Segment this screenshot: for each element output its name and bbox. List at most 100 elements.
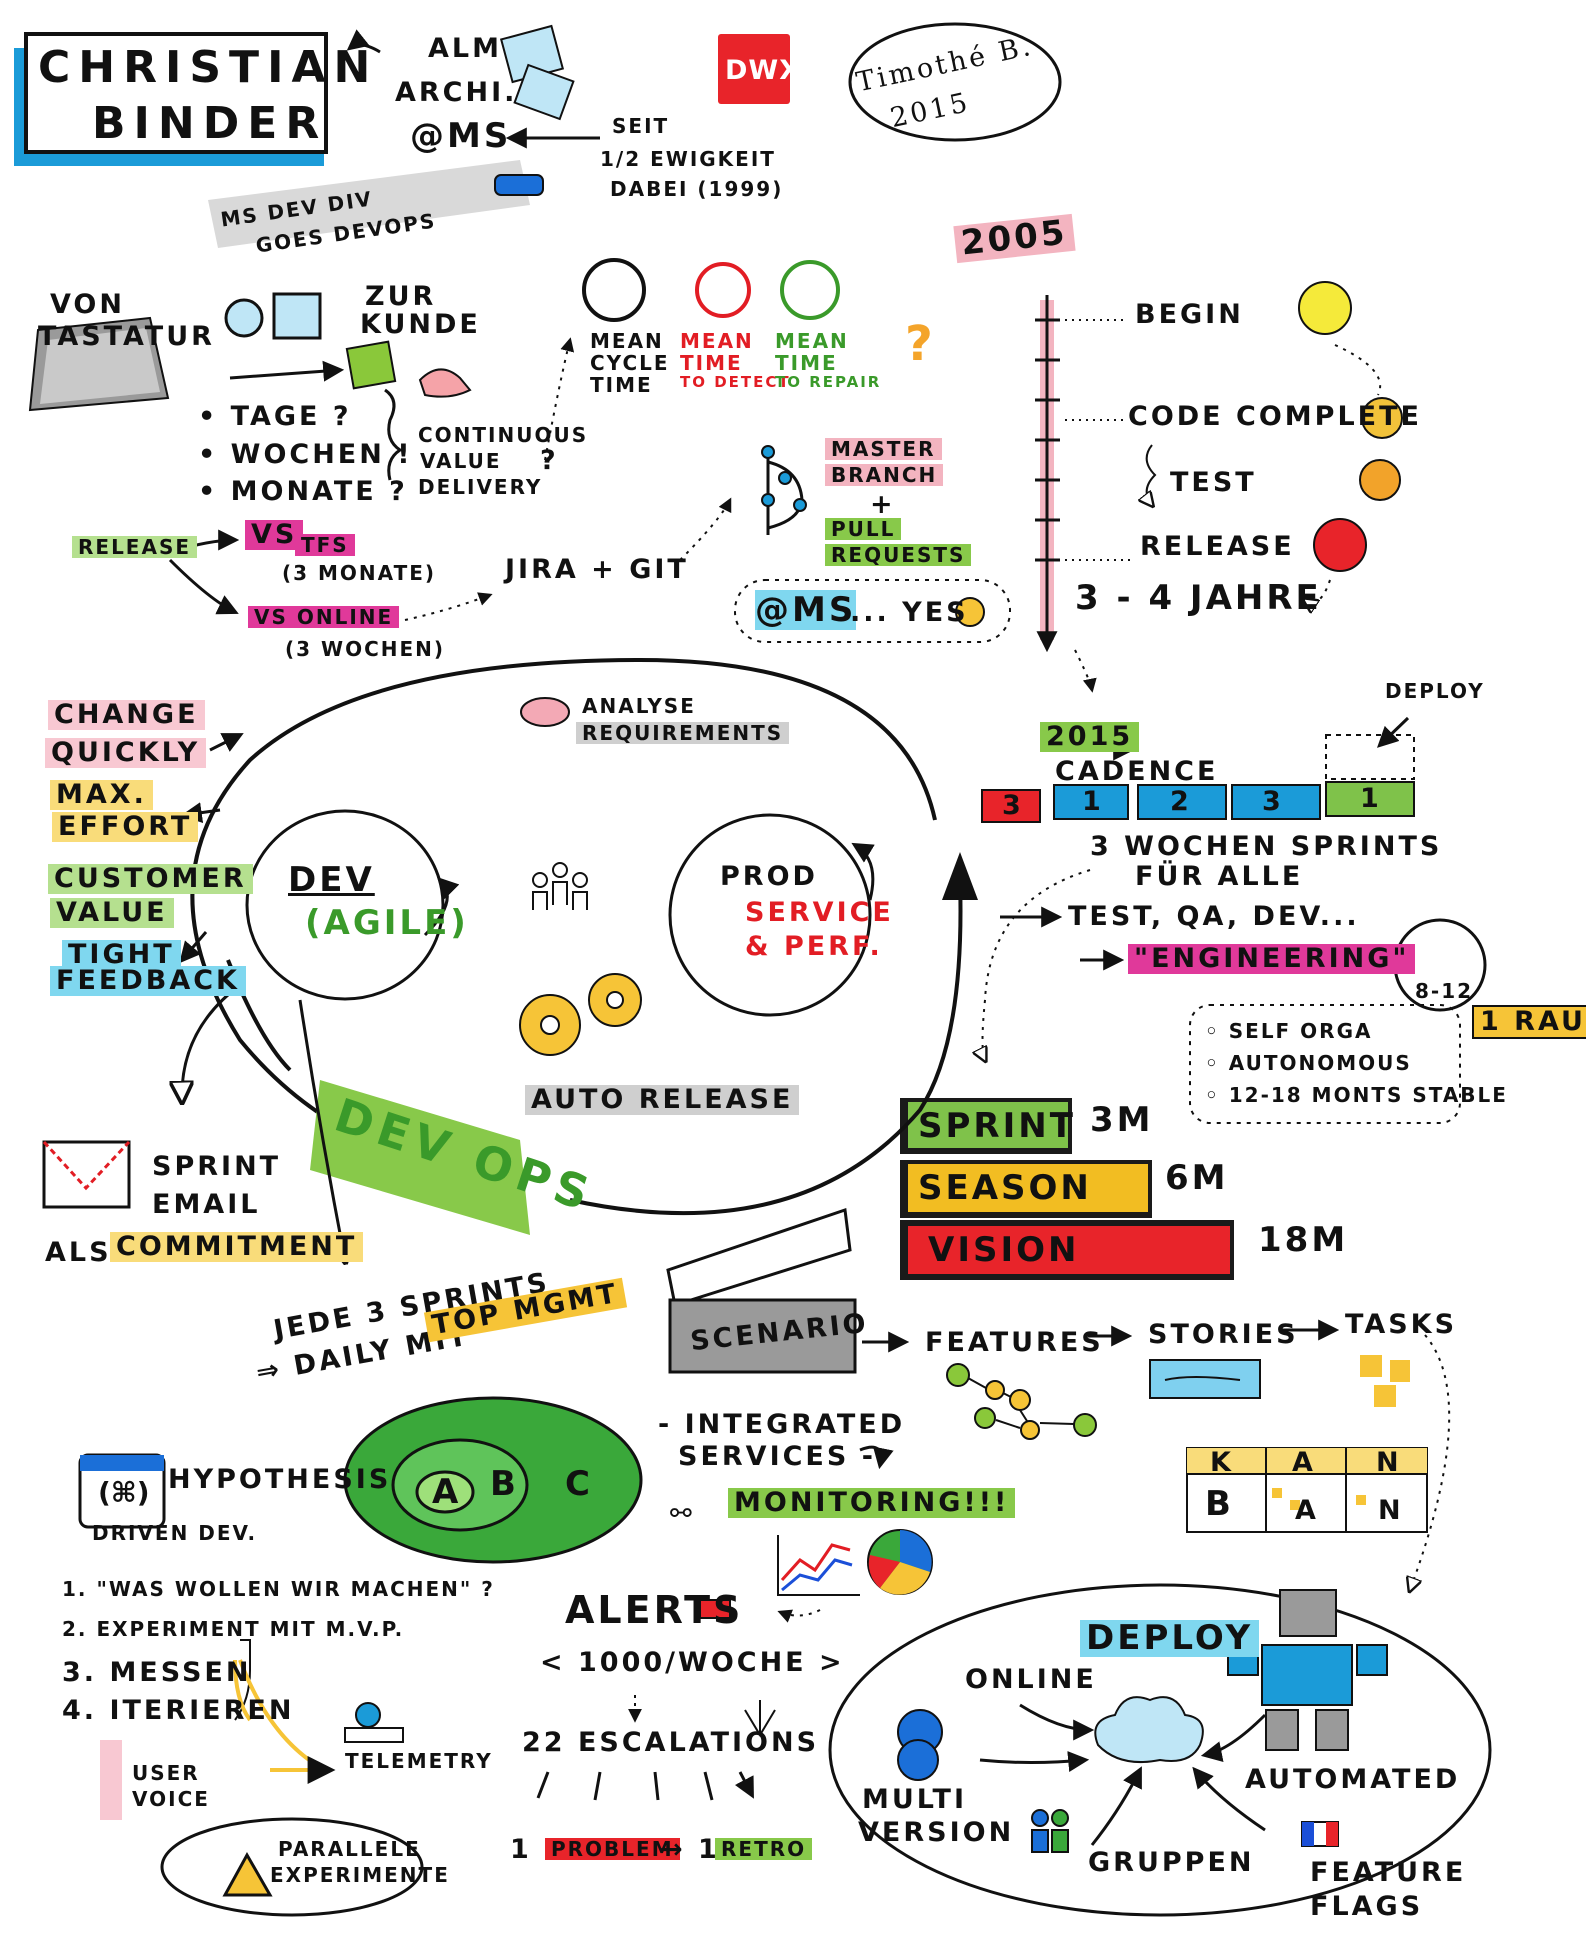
- cvd-value: VALUE: [420, 449, 502, 473]
- ewigkeit-label: 1/2 EWIGKEIT: [600, 147, 776, 171]
- kanban-cell: A: [1295, 1495, 1319, 1526]
- hypothesis-step: 4. ITERIEREN: [62, 1694, 295, 1726]
- clapperboard-icon: [666, 1207, 857, 1374]
- dev-label: DEV: [288, 860, 375, 900]
- engineering-tag: "ENGINEERING": [1128, 944, 1416, 974]
- horizon-sprint-label: SPRINT: [918, 1106, 1076, 1146]
- metric-line: MEAN: [680, 329, 754, 353]
- cadence-note-1: 3 WOCHEN SPRINTS: [1090, 831, 1443, 862]
- automated-label: AUTOMATED: [1245, 1764, 1461, 1795]
- at-ms-tag: @MS: [755, 590, 857, 630]
- horizon-vision-duration: 18M: [1258, 1220, 1349, 1260]
- hypothesis-steps: 1. "WAS WOLLEN WIR MACHEN" ? 2. EXPERIME…: [62, 1578, 495, 1725]
- hypothesis-sub: DRIVEN DEV.: [92, 1521, 258, 1545]
- kanban-cell: B: [1205, 1484, 1234, 1524]
- face-neutral: [1361, 397, 1403, 439]
- integrated-label: - INTEGRATED: [658, 1409, 906, 1440]
- escalations-label: 22 ESCALATIONS: [522, 1727, 820, 1758]
- alm-label: ALM: [428, 33, 502, 64]
- cvd-continuous: CONTINUOUS: [418, 423, 589, 447]
- stories-label: STORIES: [1148, 1319, 1299, 1350]
- analyse-label: ANALYSE: [582, 694, 696, 718]
- seit-label: SEIT: [612, 114, 670, 138]
- effort-label: EFFORT: [52, 812, 199, 842]
- title-box: [24, 32, 328, 154]
- duration-list: • TAGE ? • WOCHEN ! • MONATE ?: [198, 402, 413, 515]
- horizon-season-label: SEASON: [918, 1168, 1092, 1208]
- sprint-email-1: SPRINT: [152, 1151, 282, 1182]
- plus-label: +: [870, 489, 896, 520]
- parallel-label-1: PARALLELE: [278, 1837, 421, 1861]
- branch-label: BRANCH: [825, 464, 944, 486]
- robot-icon: [1227, 1589, 1388, 1751]
- user-label: USER: [132, 1761, 200, 1785]
- timeline-code-complete: CODE COMPLETE: [1128, 401, 1422, 432]
- user-face-strip: [100, 1740, 122, 1820]
- monitoring-chart: [777, 1535, 860, 1596]
- hypothesis-step: 3. MESSEN: [62, 1657, 252, 1688]
- cadence-year: 2015: [1040, 722, 1140, 752]
- horizon-vision-label: VISION: [928, 1230, 1080, 1270]
- sprint-num: 3: [1002, 790, 1024, 821]
- autonomy-box: [1189, 1004, 1461, 1124]
- vs-online-note: (3 WOCHEN): [285, 637, 446, 661]
- timeline-begin: BEGIN: [1135, 299, 1244, 330]
- tastatur-label: TASTATUR: [38, 321, 215, 352]
- sprint-num: 2: [1170, 786, 1192, 817]
- auto-release-label: AUTO RELEASE: [525, 1085, 800, 1115]
- team-size: 8-12: [1415, 979, 1474, 1003]
- cadence-label: CADENCE: [1055, 756, 1219, 787]
- jira-git-label: JIRA + GIT: [505, 554, 689, 585]
- branch-graph: [761, 445, 807, 535]
- metric-line: TIME: [775, 351, 838, 375]
- devops-banner: [310, 1080, 530, 1235]
- hypothesis-title: HYPOTHESIS: [168, 1464, 392, 1495]
- problem-tag: PROBLEM: [545, 1838, 680, 1860]
- metric-line: TO DETECT: [680, 373, 791, 391]
- warning-icon: [222, 1851, 273, 1897]
- feature-flags-2: FLAGS: [1310, 1891, 1424, 1922]
- timeline-axis: [1035, 295, 1157, 653]
- telemetry-icon: [344, 1702, 404, 1743]
- clock-icon: [224, 298, 264, 338]
- cycle-loop-red: [695, 262, 751, 318]
- parallel-oval: [160, 1817, 424, 1917]
- at-ms-label: @MS: [410, 116, 512, 156]
- voice-label: VOICE: [132, 1787, 210, 1811]
- architecture-icon: [499, 24, 575, 121]
- car-icon: [494, 174, 544, 196]
- cycle-loop-black: [582, 258, 646, 322]
- feature-flags-1: FEATURE: [1310, 1857, 1467, 1888]
- tight-label: TIGHT: [62, 940, 181, 970]
- loop-arrowhead: [942, 852, 978, 900]
- kanban-header: A: [1292, 1447, 1316, 1478]
- perf-label: & PERF.: [745, 931, 883, 962]
- devops-loop: [190, 657, 937, 1172]
- metric-line: MEAN: [590, 329, 664, 353]
- author-name-line2: BINDER: [92, 99, 327, 148]
- deploy-tag: DEPLOY: [1080, 1619, 1260, 1658]
- metric-line: TIME: [590, 373, 653, 397]
- hypothesis-step: 2. EXPERIMENT MIT M.V.P.: [62, 1617, 405, 1641]
- envelope-icon: [42, 1140, 131, 1209]
- face-sad: [1359, 459, 1401, 501]
- feedback-label: FEEDBACK: [50, 966, 246, 996]
- raum-tag: 1 RAUM: [1472, 1005, 1586, 1039]
- dabei-label: DABEI (1999): [610, 177, 784, 201]
- escalation-arrows: [536, 1771, 752, 1800]
- metric-line: MEAN: [775, 329, 849, 353]
- ring-c-label: C: [565, 1464, 593, 1504]
- smiley-small: [955, 597, 985, 627]
- calendar-icon: [272, 292, 322, 340]
- cadence-note-2: FÜR ALLE: [1135, 861, 1304, 892]
- von-label: VON: [50, 289, 125, 320]
- online-label: ONLINE: [965, 1664, 1097, 1695]
- master-label: MASTER: [825, 438, 942, 460]
- multi-version-icon: [897, 1709, 943, 1781]
- archi-label: ARCHI.: [395, 77, 518, 108]
- title-first-name: CHRISTIAN: [38, 42, 379, 93]
- kanban-header: K: [1210, 1447, 1234, 1478]
- commitment-tag: COMMITMENT: [110, 1232, 364, 1262]
- vs-online-tag: VS ONLINE: [248, 606, 400, 628]
